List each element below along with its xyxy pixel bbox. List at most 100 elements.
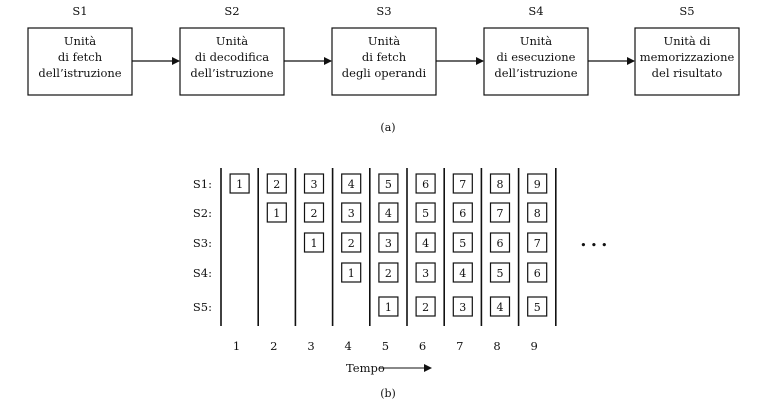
row-label: S4:: [193, 266, 212, 280]
instruction-box: [378, 262, 399, 283]
instruction-box: [378, 232, 399, 253]
time-tick-label: 7: [456, 339, 463, 353]
stage-label-line: di esecuzione: [497, 50, 576, 64]
stage-label-line: memorizzazione: [640, 50, 735, 64]
time-axis-label: Tempo: [346, 361, 385, 375]
instruction-cell: 1: [229, 173, 250, 194]
stage-label-line: Unità: [520, 34, 552, 48]
instruction-number: 7: [497, 207, 504, 220]
instruction-box: [527, 232, 548, 253]
stage-box: [331, 27, 437, 96]
instruction-cell: 4: [489, 296, 511, 317]
instruction-box: [452, 202, 473, 223]
instruction-number: 5: [497, 267, 504, 280]
instruction-number: 3: [311, 178, 318, 191]
instruction-box: [341, 202, 362, 223]
instruction-number: 5: [385, 178, 392, 191]
stage-label-line: di fetch: [58, 50, 103, 64]
instruction-cell: 6: [527, 262, 548, 283]
instruction-cell: 3: [303, 173, 325, 194]
row-label: S1:: [193, 177, 212, 191]
time-tick-label: 6: [419, 339, 426, 353]
instruction-cell: 5: [527, 296, 548, 317]
instruction-cell: 1: [341, 262, 362, 283]
instruction-number: 1: [236, 178, 243, 191]
instruction-box: [415, 262, 436, 283]
stage-label-line: Unità: [64, 34, 96, 48]
instruction-number: 1: [273, 207, 280, 220]
stage-label-line: dell’istruzione: [38, 66, 121, 80]
stage-id: S4: [528, 4, 543, 18]
instruction-cell: 2: [266, 173, 287, 194]
stage-label-line: di fetch: [362, 50, 407, 64]
instruction-number: 3: [459, 301, 466, 314]
instruction-number: 4: [459, 267, 466, 280]
instruction-box: [378, 296, 399, 317]
instruction-cell: 7: [527, 232, 548, 253]
instruction-cell: 8: [489, 173, 511, 194]
instruction-number: 4: [348, 178, 355, 191]
instruction-number: 7: [534, 237, 541, 250]
stage-box: [483, 27, 589, 96]
instruction-box: [527, 296, 548, 317]
caption-a: (a): [380, 121, 395, 134]
instruction-box: [527, 173, 548, 194]
time-tick-label: 5: [382, 339, 389, 353]
instruction-number: 2: [273, 178, 280, 191]
instruction-box: [266, 202, 287, 223]
instruction-cell: 4: [378, 202, 399, 223]
instruction-cell: 1: [266, 202, 287, 223]
instruction-cell: 3: [341, 202, 362, 223]
instruction-cell: 4: [452, 262, 473, 283]
instruction-cell: 4: [415, 232, 436, 253]
instruction-number: 5: [534, 301, 541, 314]
instruction-box: [341, 173, 362, 194]
stage-label-line: dell’istruzione: [190, 66, 273, 80]
instruction-cell: 6: [452, 202, 473, 223]
row-label: S5:: [193, 300, 212, 314]
instruction-box: [229, 173, 250, 194]
instruction-number: 4: [497, 301, 504, 314]
instruction-number: 6: [459, 207, 466, 220]
instruction-box: [489, 232, 511, 253]
instruction-cell: 5: [378, 173, 399, 194]
instruction-box: [415, 202, 436, 223]
instruction-number: 2: [311, 207, 318, 220]
instruction-cell: 1: [303, 232, 325, 253]
stage-id: S2: [224, 4, 239, 18]
instruction-number: 8: [534, 207, 541, 220]
instruction-box: [415, 173, 436, 194]
instruction-box: [378, 173, 399, 194]
row-label: S2:: [193, 206, 212, 220]
caption-b: (b): [380, 387, 396, 400]
instruction-box: [266, 173, 287, 194]
instruction-cell: 6: [489, 232, 511, 253]
stage-id: S3: [376, 4, 391, 18]
instruction-box: [303, 173, 325, 194]
instruction-number: 2: [422, 301, 429, 314]
row-label: S3:: [193, 236, 212, 250]
instruction-box: [415, 296, 436, 317]
ellipsis: • • •: [580, 238, 608, 252]
instruction-box: [489, 173, 511, 194]
instruction-box: [452, 232, 473, 253]
instruction-cell: 7: [489, 202, 511, 223]
stage-box: [27, 27, 133, 96]
instruction-cell: 6: [415, 173, 436, 194]
instruction-cell: 2: [378, 262, 399, 283]
instruction-number: 5: [422, 207, 429, 220]
instruction-number: 7: [459, 178, 466, 191]
instruction-number: 3: [422, 267, 429, 280]
instruction-number: 5: [459, 237, 466, 250]
instruction-box: [378, 202, 399, 223]
instruction-box: [489, 296, 511, 317]
stage-label-line: di decodifica: [195, 50, 269, 64]
instruction-number: 1: [311, 237, 318, 250]
instruction-box: [452, 296, 473, 317]
